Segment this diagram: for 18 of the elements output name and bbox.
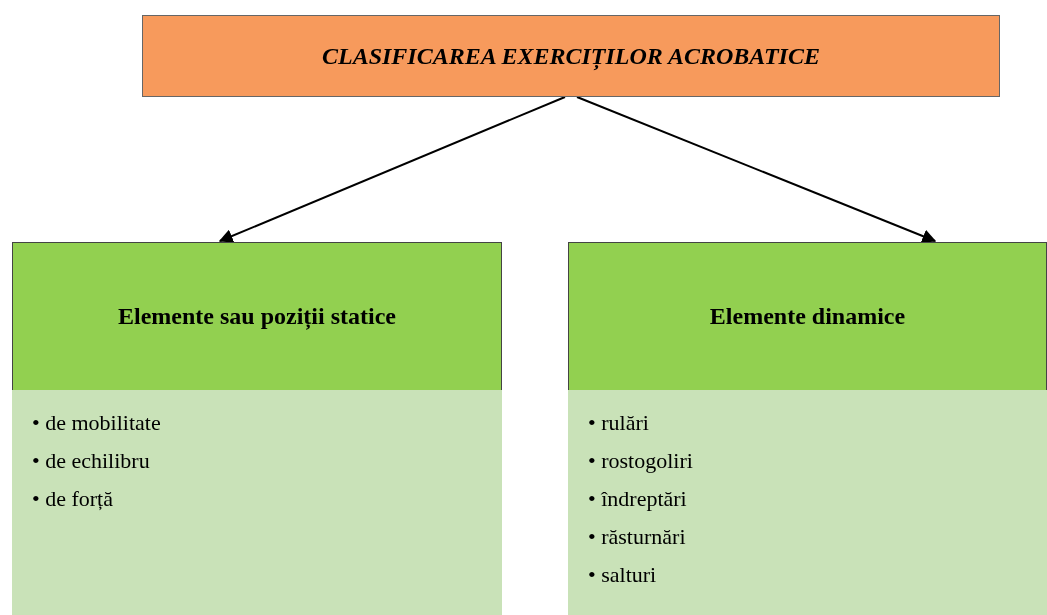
list-item: • salturi (588, 561, 658, 589)
arrow (218, 96, 566, 243)
arrow (576, 96, 937, 243)
list-item: • răsturnări (588, 523, 687, 551)
list-item: • rostogoliri (588, 447, 694, 475)
node-label: CLASIFICAREA EXERCIȚILOR ACROBATICE (322, 42, 820, 70)
list-item: • îndreptări (588, 485, 688, 513)
list-item: • de forță (32, 485, 114, 513)
list-panel (568, 390, 1047, 615)
list-item: • de echilibru (32, 447, 151, 475)
list-item: • de mobilitate (32, 409, 162, 437)
list-panel (12, 390, 502, 615)
category-header (568, 242, 1047, 390)
title-box (142, 15, 1000, 97)
node-label: Elemente dinamice (709, 303, 906, 330)
list-item: • rulări (588, 409, 650, 437)
category-header (12, 242, 502, 390)
node-label: Elemente sau poziții statice (118, 303, 396, 330)
